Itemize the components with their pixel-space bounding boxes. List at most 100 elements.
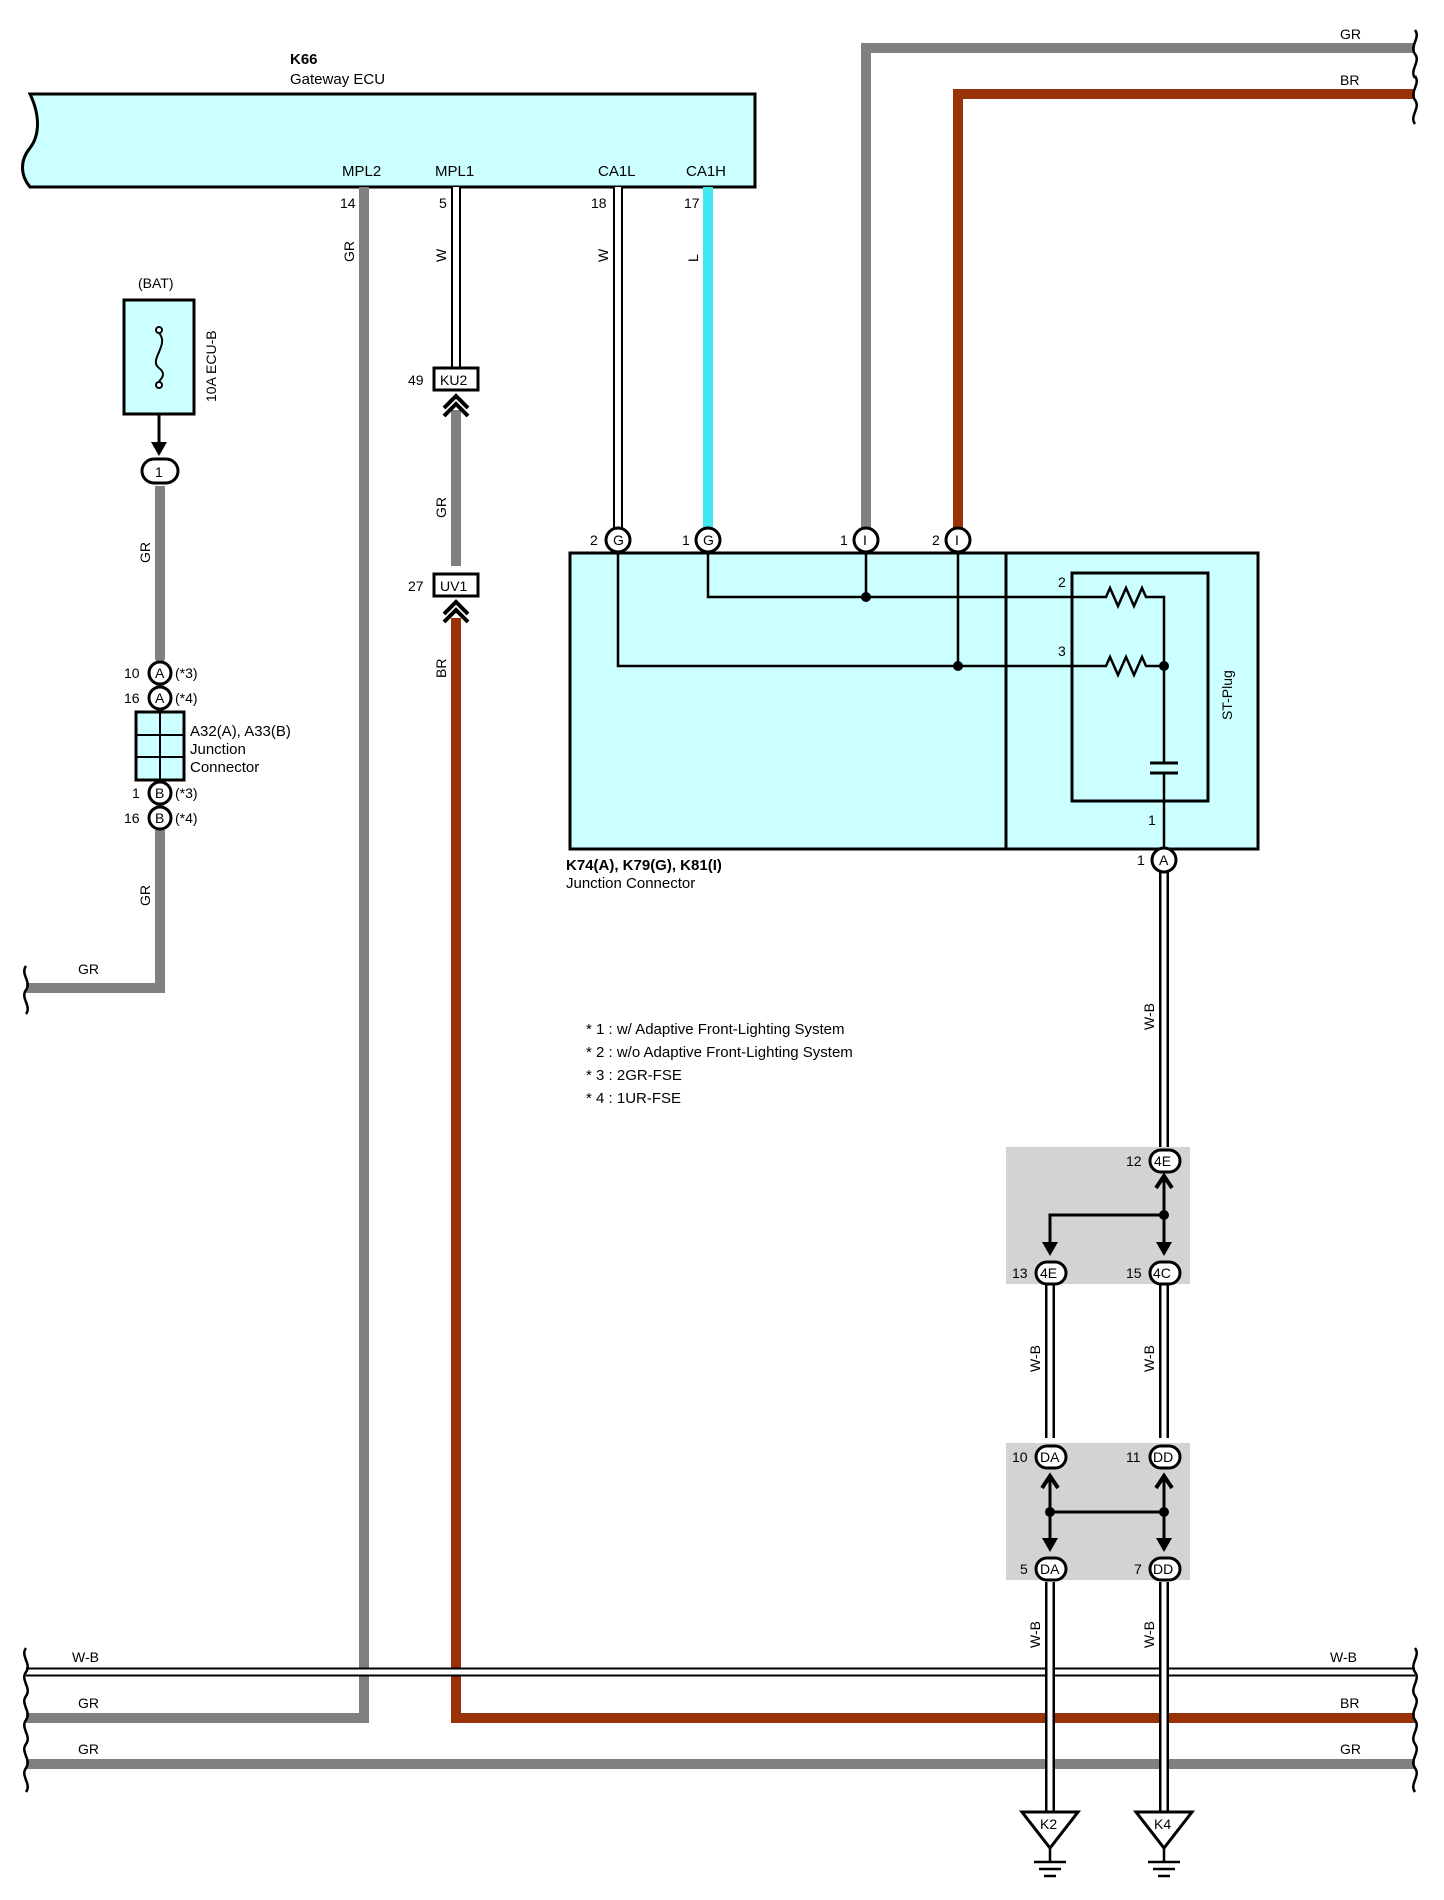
splice2-out-pin-2	[1148, 1556, 1182, 1582]
a32-pin-bot-2-conn: B	[155, 810, 164, 826]
stplug-label: ST-Plug	[1219, 670, 1235, 720]
wire-label-top-gr: GR	[1340, 26, 1361, 42]
ground-k4: K4	[1132, 1810, 1196, 1878]
junction-pin-2i-num: 2	[932, 532, 940, 548]
splice1-out-2-code: 4C	[1153, 1265, 1171, 1281]
ku2-chevron	[442, 393, 470, 418]
splice1-out-1-num: 13	[1012, 1265, 1028, 1281]
wire-label-mpl1-w: W	[433, 248, 449, 262]
ground-k4-label: K4	[1154, 1816, 1171, 1832]
fuse-pin-num: 1	[155, 464, 163, 480]
splice2-out-chevron-1	[1042, 1538, 1058, 1552]
a32-title: A32(A), A33(B)	[190, 723, 291, 740]
a32-pin-top-1-note: (*3)	[175, 665, 198, 681]
a32-pin-bot-1-conn: B	[155, 785, 164, 801]
pin-name-mpl2: MPL2	[342, 163, 381, 180]
gateway-ecu-name: Gateway ECU	[290, 71, 385, 88]
bus-label-wb-left: W-B	[72, 1649, 99, 1665]
splice1-out-pin-2	[1148, 1260, 1182, 1286]
a32-pin-top-1-num: 10	[124, 665, 140, 681]
a32-pin-top-2-note: (*4)	[175, 690, 198, 706]
splice1-in-chevron	[1154, 1172, 1174, 1190]
pin-name-ca1l: CA1L	[598, 163, 636, 180]
junction-internal-wire-a	[706, 552, 1100, 599]
junction-pin-2g-num: 2	[590, 532, 598, 548]
wire-label-4c-wb: W-B	[1141, 1345, 1157, 1372]
a32-pin-top-2	[147, 685, 173, 711]
wire-uv1-br	[451, 618, 1415, 1723]
wire-break-marks	[23, 29, 1418, 1793]
junction-title: K74(A), K79(G), K81(I)	[566, 857, 722, 874]
wire-top-right-gr	[861, 43, 1415, 530]
ku2-num: 49	[408, 372, 424, 388]
splice1-in-num: 12	[1126, 1153, 1142, 1169]
inline-uv1: UV1 27	[408, 572, 480, 624]
fuse-pin-connector	[140, 457, 180, 485]
note-3: * 3 : 2GR-FSE	[586, 1067, 682, 1084]
fuse-terminal-top	[155, 326, 163, 334]
splice1-in-code: 4E	[1154, 1153, 1171, 1169]
splice1-in-pin	[1148, 1148, 1182, 1174]
uv1-code: UV1	[440, 578, 467, 594]
pin-num-17: 17	[684, 195, 700, 211]
a32-pin-bot-1-note: (*3)	[175, 785, 198, 801]
ku2-code: KU2	[440, 372, 467, 388]
junction-pin-1g-num: 1	[682, 532, 690, 548]
bus-label-gr2-right: GR	[1340, 1741, 1361, 1757]
break-mark-bus-left	[23, 1647, 29, 1793]
junction-pin-2i-conn: I	[955, 532, 959, 548]
splice1-out-1-code: 4E	[1040, 1265, 1057, 1281]
wire-label-left-gr: GR	[78, 961, 99, 977]
junction-internal-wire-b	[616, 552, 1100, 668]
splice2-dot-1	[1045, 1507, 1055, 1517]
uv1-chevron	[442, 599, 470, 624]
break-mark-left-gr	[23, 965, 29, 1015]
junction-pin-2g-conn: G	[613, 532, 624, 548]
a32-pin-bot-2	[147, 805, 173, 831]
wire-label-mpl2-gr: GR	[341, 241, 357, 262]
bus-label-gr2-left: GR	[78, 1741, 99, 1757]
splice2-out-pin-1	[1034, 1556, 1068, 1582]
ground-k4-triangle	[1132, 1810, 1196, 1851]
a32-pin-bot-2-note: (*4)	[175, 810, 198, 826]
splice1-out-chevron-1	[1042, 1242, 1058, 1256]
note-1: * 1 : w/ Adaptive Front-Lighting System	[586, 1021, 844, 1038]
splice1-out-chevron-2	[1156, 1242, 1172, 1256]
note-2: * 2 : w/o Adaptive Front-Lighting System	[586, 1044, 853, 1061]
gateway-ecu-code: K66	[290, 51, 318, 68]
junction-dot-2	[953, 661, 963, 671]
wire-label-a32-gr: GR	[137, 885, 153, 906]
wire-label-uv1-br: BR	[433, 659, 449, 678]
fuse-10a-ecu-b: (BAT) 10A ECU-B 1	[122, 275, 219, 485]
splice2-out-chevron-2	[1156, 1538, 1172, 1552]
note-4: * 4 : 1UR-FSE	[586, 1090, 681, 1107]
pin-num-18: 18	[591, 195, 607, 211]
wire-label-fuse-gr: GR	[137, 542, 153, 563]
junction-out-pin-num: 1	[1137, 852, 1145, 868]
stplug-res-pin-2: 2	[1058, 574, 1066, 590]
uv1-box	[432, 572, 480, 598]
wire-label-dd-wb: W-B	[1141, 1621, 1157, 1648]
splice2-in-chevrons	[1040, 1472, 1174, 1490]
splice2-in-pin-2	[1148, 1444, 1182, 1470]
fuse-label: 10A ECU-B	[203, 330, 219, 402]
fuse-box	[122, 298, 196, 416]
wire-label-ku2-gr: GR	[433, 497, 449, 518]
ground-k2-symbol	[1034, 1848, 1066, 1878]
notes: * 1 : w/ Adaptive Front-Lighting System …	[586, 1021, 853, 1107]
splice1-out-2-num: 15	[1126, 1265, 1142, 1281]
a32-pin-bot-2-num: 16	[124, 810, 140, 826]
a32-pin-top-2-num: 16	[124, 690, 140, 706]
bus-label-wb-right: W-B	[1330, 1649, 1357, 1665]
splice2-dot-2	[1159, 1507, 1169, 1517]
a32-pin-top-1	[147, 660, 173, 686]
ground-k2-triangle	[1018, 1810, 1082, 1851]
ground-k2: K2	[1018, 1810, 1082, 1878]
break-mark-top-gr	[1412, 29, 1418, 79]
splice1-out-pin-1	[1034, 1260, 1068, 1286]
splice2-out-1-num: 5	[1020, 1561, 1028, 1577]
splice2-in-2-code: DD	[1153, 1449, 1173, 1465]
a32-pin-bot-1-num: 1	[132, 785, 140, 801]
gateway-ecu-box	[21, 92, 757, 189]
wire-label-ca1h-l: L	[685, 254, 701, 262]
